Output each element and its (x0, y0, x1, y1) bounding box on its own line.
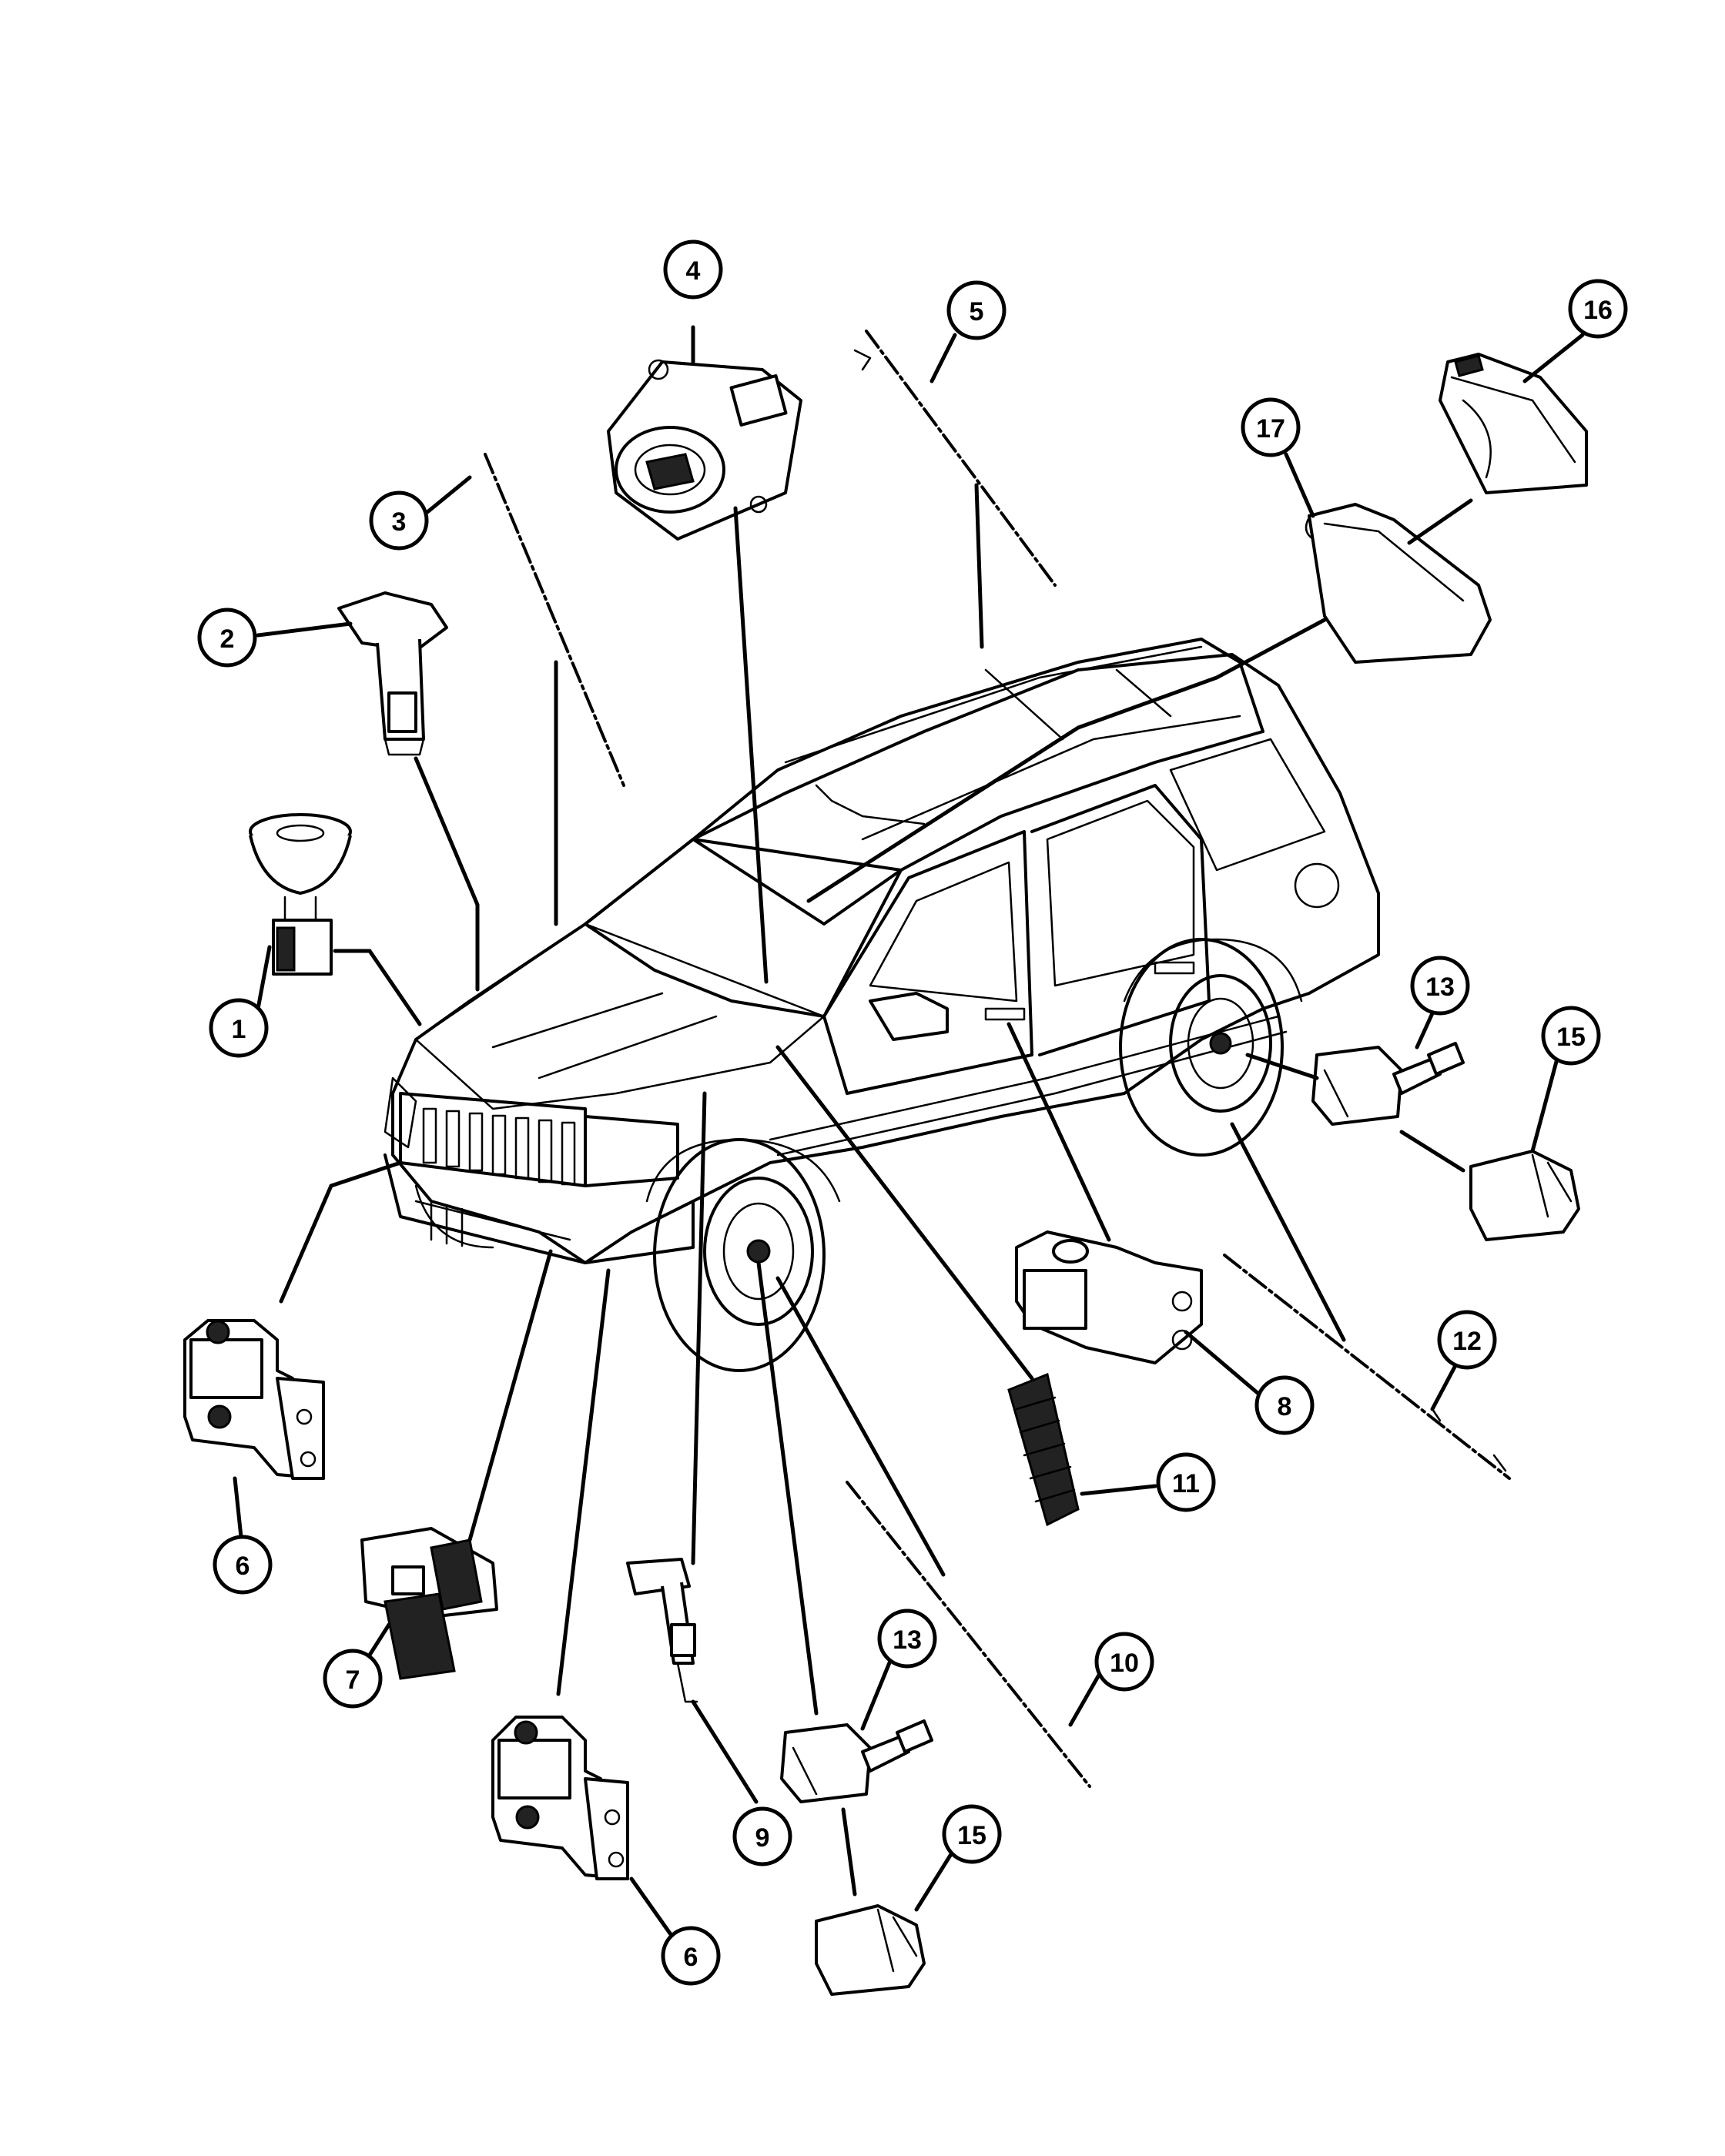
part-8-module (1015, 1230, 1203, 1364)
part-6-sensor-upper (183, 1319, 325, 1480)
callout-11: 11 (1156, 1452, 1216, 1512)
grille-slots (422, 1107, 576, 1186)
leader-lines (233, 325, 1585, 1947)
callout-10: 10 (1094, 1632, 1154, 1692)
part-11-connector (1007, 1372, 1080, 1527)
part-13-sensor-lower (780, 1719, 933, 1803)
callout-13-upper-label: 13 (1425, 973, 1455, 1002)
callout-4-label: 4 (686, 256, 701, 286)
callout-9-label: 9 (755, 1823, 770, 1853)
callout-6-lower-label: 6 (684, 1943, 698, 1972)
part-16-bezel (1439, 353, 1588, 494)
part-17-cover (1305, 503, 1492, 664)
callout-6-lower: 6 (661, 1926, 721, 1986)
callout-6-upper: 6 (213, 1535, 273, 1595)
callout-8: 8 (1254, 1375, 1315, 1435)
callout-13-lower: 13 (877, 1609, 937, 1669)
callout-7: 7 (323, 1649, 383, 1709)
callout-1: 1 (209, 998, 269, 1058)
part-3-wire (484, 453, 625, 787)
part-12-wire (1223, 1254, 1511, 1480)
part-1-sensor (249, 813, 352, 976)
callout-2-label: 2 (220, 624, 235, 654)
part-4-module (607, 359, 802, 541)
callout-8-label: 8 (1278, 1392, 1292, 1421)
callout-6-upper-label: 6 (236, 1552, 250, 1581)
callout-9: 9 (732, 1806, 792, 1866)
callout-15-upper-label: 15 (1556, 1023, 1586, 1052)
part-9-sensor (626, 1558, 698, 1703)
callout-5-label: 5 (970, 297, 984, 326)
callout-17-label: 17 (1256, 414, 1285, 444)
callout-3: 3 (369, 490, 429, 551)
callout-17: 17 (1241, 397, 1301, 457)
callout-16-label: 16 (1583, 296, 1613, 325)
callout-13-lower-label: 13 (893, 1625, 922, 1655)
callout-15-upper: 15 (1541, 1006, 1601, 1066)
part-5-wire (865, 330, 1057, 587)
part-7-sensor (360, 1527, 498, 1680)
part-13-sensor-upper (1311, 1042, 1465, 1126)
part-6-sensor-lower (491, 1716, 629, 1880)
callout-11-label: 11 (1172, 1469, 1200, 1498)
callout-5: 5 (946, 280, 1007, 340)
callout-7-label: 7 (346, 1666, 360, 1695)
callout-15-lower: 15 (942, 1804, 1002, 1864)
part-15-cap-lower (815, 1904, 926, 1996)
callout-1-label: 1 (232, 1015, 246, 1044)
vehicle-illustration (384, 638, 1380, 1372)
callout-3-label: 3 (392, 507, 407, 537)
callout-15-lower-label: 15 (957, 1821, 986, 1850)
callout-10-label: 10 (1110, 1649, 1139, 1678)
part-15-cap-upper (1469, 1150, 1580, 1241)
callout-16: 16 (1568, 279, 1628, 339)
callout-13-upper: 13 (1410, 956, 1470, 1016)
callout-12-label: 12 (1452, 1327, 1482, 1356)
rear-wheel (1119, 938, 1303, 1157)
part-2-sensor (337, 591, 448, 756)
callout-2: 2 (197, 608, 257, 668)
callout-4: 4 (663, 239, 723, 300)
part-10-wire (846, 1481, 1091, 1788)
callout-12: 12 (1437, 1310, 1497, 1370)
front-wheel (645, 1138, 841, 1372)
